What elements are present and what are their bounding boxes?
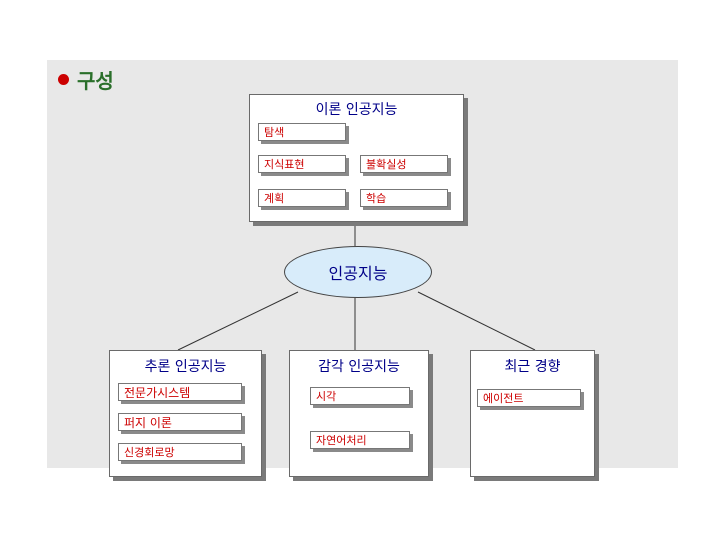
- item-uncertainty: 불확실성: [360, 155, 448, 173]
- connector-trends: [417, 291, 536, 351]
- perception-ai-title: 감각 인공지능: [318, 359, 400, 375]
- theory-ai-box: 이론 인공지능 탐색 지식표현 불확실성 계획 학습: [249, 94, 464, 222]
- item-planning: 계획: [258, 189, 346, 207]
- item-natural-language-processing: 자연어처리: [310, 431, 410, 449]
- item-knowledge-representation: 지식표현: [258, 155, 346, 173]
- connector-reasoning: [177, 291, 299, 351]
- item-learning: 학습: [360, 189, 448, 207]
- item-vision: 시각: [310, 387, 410, 405]
- item-agent: 에이전트: [477, 389, 581, 407]
- recent-trends-box: 최근 경향 에이전트: [470, 350, 595, 477]
- item-search: 탐색: [258, 123, 346, 141]
- item-fuzzy-theory: 퍼지 이론: [118, 413, 242, 431]
- theory-ai-title: 이론 인공지능: [315, 102, 398, 118]
- reasoning-ai-title: 추론 인공지능: [144, 359, 227, 375]
- center-node-ai: 인공지능: [284, 246, 432, 298]
- recent-trends-title: 최근 경향: [504, 359, 561, 375]
- item-neural-network: 신경회로망: [118, 443, 242, 461]
- item-expert-system: 전문가시스템: [118, 383, 242, 401]
- bullet-icon: [58, 73, 69, 85]
- reasoning-ai-box: 추론 인공지능 전문가시스템 퍼지 이론 신경회로망: [109, 350, 262, 477]
- perception-ai-box: 감각 인공지능 시각 자연어처리: [289, 350, 429, 477]
- slide-title: 구성: [58, 64, 114, 94]
- slide-title-text: 구성: [77, 68, 114, 93]
